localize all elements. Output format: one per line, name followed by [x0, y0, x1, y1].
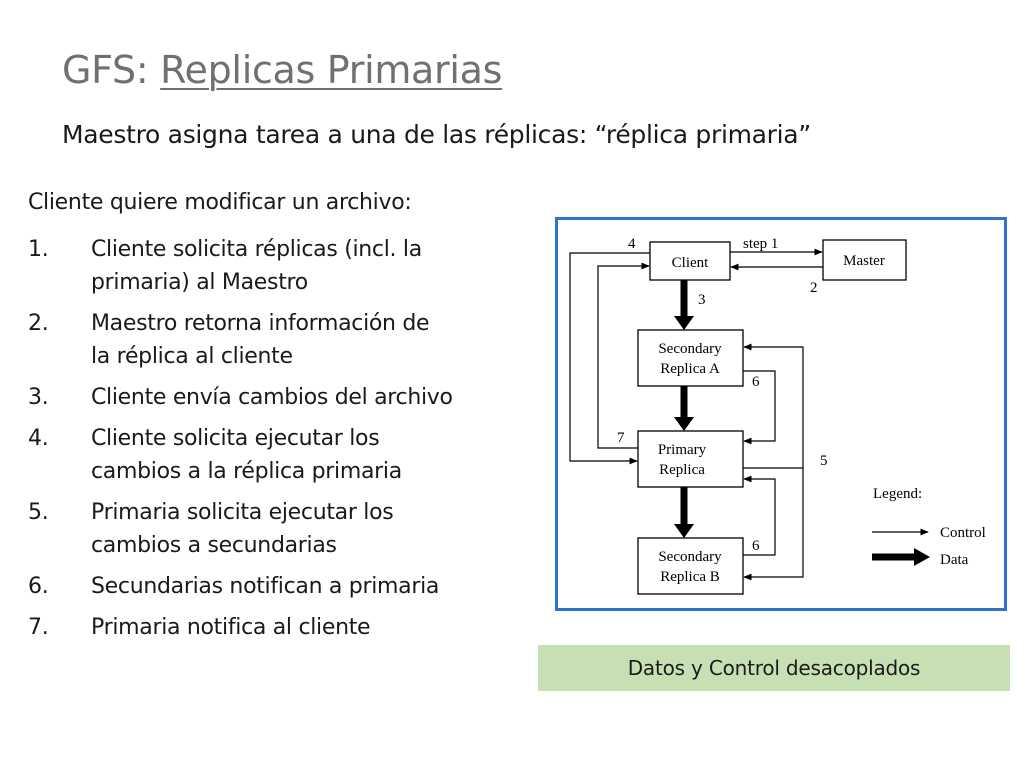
step-text: Cliente solicita ejecutar los cambios a …: [91, 426, 402, 484]
step-number: 2.: [28, 311, 49, 336]
legend-data-label: Data: [940, 552, 969, 568]
step-text: Secundarias notifican a primaria: [91, 574, 440, 599]
step-3-label: 3: [698, 292, 706, 308]
data-arrowhead: [674, 417, 694, 431]
primary-replica-box: [637, 430, 744, 488]
step-number: 3.: [28, 385, 49, 410]
step-number: 1.: [28, 237, 49, 262]
control-arrow-step6b: [743, 475, 776, 556]
step-number: 5.: [28, 500, 49, 525]
secondary-replica-a-box: [637, 329, 744, 387]
step-number: 6.: [28, 574, 49, 599]
step-text: Cliente envía cambios del archivo: [91, 385, 453, 410]
master-box: [822, 239, 907, 281]
data-arrowhead: [674, 524, 694, 538]
title-link[interactable]: Replicas Primarias: [160, 48, 503, 92]
list-item: 6. Secundarias notifican a primaria: [28, 570, 548, 603]
list-item: 7. Primaria notifica al cliente: [28, 611, 548, 644]
step-number: 4.: [28, 426, 49, 451]
master-label: Master: [843, 253, 885, 269]
client-box: [649, 241, 731, 281]
step-2-label: 2: [810, 280, 818, 296]
primary-line2: Replica: [659, 462, 705, 478]
legend-data-arrowhead: [914, 548, 930, 566]
list-item: 2. Maestro retorna información de la répl…: [28, 307, 548, 373]
secondary-a-line1: Secondary: [658, 341, 722, 357]
secondary-b-line2: Replica B: [660, 569, 720, 585]
control-arrow-step5a: [743, 343, 804, 469]
slide-subtitle: Maestro asigna tarea a una de las réplic…: [62, 120, 811, 149]
slide-title: GFS: Replicas Primarias: [62, 48, 502, 92]
step-5-label: 5: [820, 453, 828, 469]
caption-text: Datos y Control desacoplados: [627, 656, 921, 680]
step-text: Maestro retorna información de la réplic…: [91, 311, 430, 369]
step-7-label: 7: [617, 430, 625, 446]
step-6-label-b: 6: [752, 538, 760, 554]
control-arrow-step7: [597, 262, 650, 449]
diagram-canvas: Client Master Secondary Replica A Primar…: [569, 236, 986, 595]
secondary-b-line1: Secondary: [658, 549, 722, 565]
gfs-diagram: Client Master Secondary Replica A Primar…: [555, 217, 1007, 611]
step-text: Primaria notifica al cliente: [91, 615, 371, 640]
control-arrow-step5b: [743, 468, 804, 581]
list-item: 5. Primaria solicita ejecutar los cambios…: [28, 496, 548, 562]
client-label: Client: [672, 255, 709, 271]
list-item: 3. Cliente envía cambios del archivo: [28, 381, 548, 414]
control-arrow-step6a: [743, 370, 776, 445]
steps-list: 1. Cliente solicita réplicas (incl. la pr…: [28, 233, 548, 652]
step-6-label-a: 6: [752, 374, 760, 390]
control-arrow-step4: [569, 252, 650, 465]
primary-line1: Primary: [658, 442, 707, 458]
step-4-label: 4: [628, 236, 636, 252]
legend-control-label: Control: [940, 525, 986, 541]
title-prefix: GFS:: [62, 48, 161, 92]
secondary-replica-b-box: [637, 537, 744, 595]
intro-text: Cliente quiere modificar un archivo:: [28, 190, 412, 215]
caption-box: Datos y Control desacoplados: [538, 645, 1010, 691]
step-number: 7.: [28, 615, 49, 640]
data-arrowhead: [674, 316, 694, 330]
secondary-a-line2: Replica A: [660, 361, 720, 377]
step-1-label: step 1: [743, 236, 778, 252]
legend-title: Legend:: [873, 486, 922, 502]
step-text: Primaria solicita ejecutar los cambios a…: [91, 500, 394, 558]
list-item: 1. Cliente solicita réplicas (incl. la pr…: [28, 233, 548, 299]
step-text: Cliente solicita réplicas (incl. la prim…: [91, 237, 422, 295]
list-item: 4. Cliente solicita ejecutar los cambios …: [28, 422, 548, 488]
